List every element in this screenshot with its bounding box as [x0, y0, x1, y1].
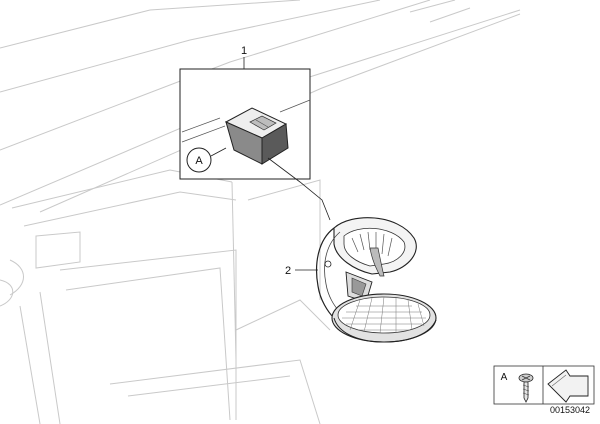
- callout-1-label: 1: [241, 45, 247, 57]
- callout-2-label: 2: [285, 265, 291, 277]
- detail-marker-label: A: [195, 155, 203, 167]
- switch-part: [224, 107, 289, 165]
- dashboard-outline: [0, 0, 521, 424]
- screw-icon: [518, 373, 534, 403]
- legend-marker-label: A: [501, 372, 508, 383]
- direction-arrow-icon: [547, 369, 589, 403]
- cup-holder: [315, 217, 437, 343]
- callout-2: 2: [285, 265, 318, 277]
- legend-box: A: [493, 365, 595, 405]
- leader-line: [267, 157, 331, 221]
- detail-box: A: [179, 68, 311, 180]
- catalog-number: 00153042: [550, 405, 590, 415]
- callout-1: 1: [241, 45, 247, 69]
- detail-marker-a: A: [186, 147, 227, 173]
